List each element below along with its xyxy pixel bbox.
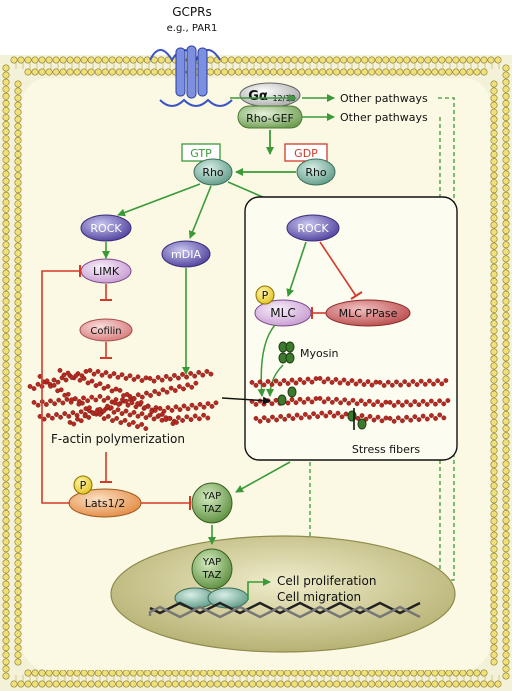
mlc-phospho — [255, 285, 275, 305]
yap-nuc-label: YAP — [202, 557, 221, 568]
cell-proliferation-label: Cell proliferation — [277, 574, 376, 588]
f-actin-label: F-actin polymerization — [51, 432, 185, 446]
rho-gdp-label: Rho — [305, 166, 327, 179]
arrow-rock-to-mlc — [286, 241, 307, 297]
lats-p-label: P — [80, 479, 87, 492]
rho-gtp-node — [193, 158, 233, 186]
rho-gdp-node — [296, 158, 336, 186]
rock-left-node — [80, 214, 132, 242]
g-alpha-symbol: Gα — [248, 89, 268, 104]
gpcr-receptor — [149, 45, 233, 107]
f-actin-network — [27, 367, 219, 431]
rho-gtp-label: Rho — [202, 166, 224, 179]
receptor-title: GCPRs — [172, 5, 212, 19]
arrow-mlc-to-fibers — [257, 324, 276, 397]
other-pathways-2: Other pathways — [340, 111, 428, 124]
limk-label: LIMK — [93, 265, 120, 278]
cofilin-label: Cofilin — [90, 326, 121, 337]
gdp-label: GDP — [294, 147, 318, 160]
stress-fiber-actin — [249, 375, 451, 430]
yap-taz-cyto-node — [191, 482, 233, 524]
other-pathways-1: Other pathways — [340, 92, 428, 105]
receptor-example: e.g., PAR1 — [167, 23, 218, 34]
rock-box-label: ROCK — [297, 222, 329, 235]
stress-fibers-label: Stress fibers — [352, 443, 421, 456]
yap-taz-nuclear-node — [191, 548, 233, 590]
arrow-transcription — [247, 578, 271, 600]
yap-cyto-label: YAP — [202, 491, 221, 502]
inhibit-rock-mlcppase — [319, 241, 357, 297]
mdia-node — [161, 240, 211, 268]
arrow-actin-to-fibers — [221, 396, 271, 405]
cell-migration-label: Cell migration — [277, 590, 361, 604]
mdia-label: mDIA — [171, 248, 201, 261]
taz-nuc-label: TAZ — [201, 570, 221, 581]
dna-helix — [148, 601, 421, 619]
cofilin-node — [79, 318, 133, 342]
myosin-label: Myosin — [300, 347, 339, 360]
taz-cyto-label: TAZ — [201, 504, 221, 515]
rock-left-label: ROCK — [90, 222, 122, 235]
rock-box-node — [286, 214, 340, 242]
arrow-rho-to-rock — [117, 183, 201, 217]
rho-gef-label: Rho-GEF — [246, 112, 294, 125]
arrow-myosin-to-fibers — [266, 364, 284, 397]
cell-membrane — [2, 56, 510, 688]
mlc-label: MLC — [270, 306, 295, 320]
lats-label: Lats1/2 — [85, 497, 126, 510]
arrow-rho-to-mdia — [188, 185, 212, 239]
mlc-ppase-label: MLC PPase — [339, 307, 398, 320]
myosin-icon — [278, 341, 295, 364]
stress-fiber-box — [244, 196, 458, 461]
gtp-box — [181, 143, 221, 162]
inhibit-bar-mlcppase — [350, 291, 363, 300]
mlc-p-label: P — [262, 289, 269, 302]
gtp-label: GTP — [190, 147, 212, 160]
arrow-fibers-to-yap — [235, 461, 291, 493]
inhibit-lats-limk — [41, 270, 80, 504]
lats-phospho — [73, 475, 93, 495]
